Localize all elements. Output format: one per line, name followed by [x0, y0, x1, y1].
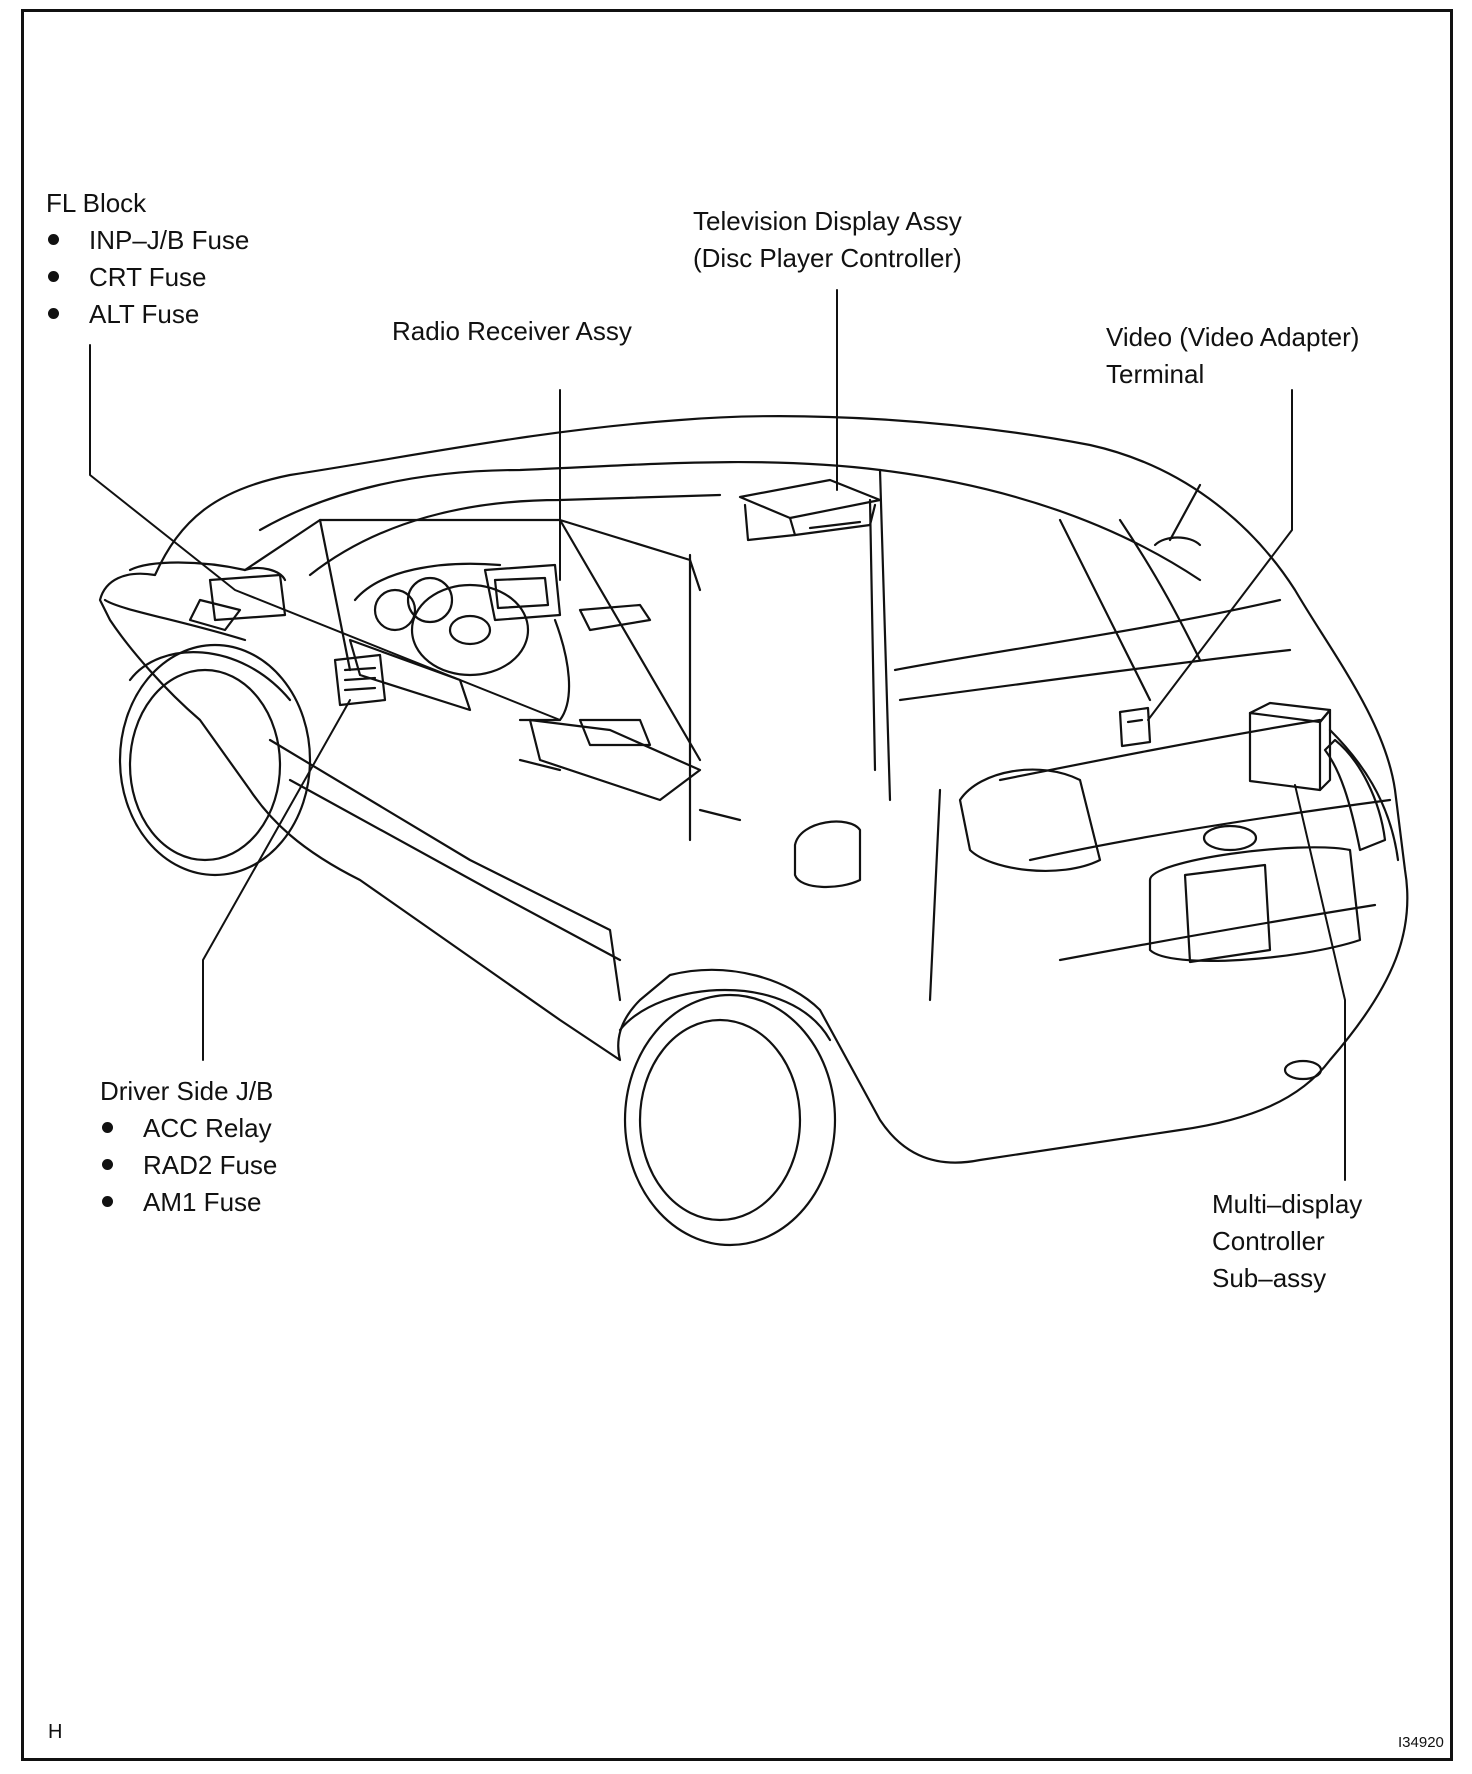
- fl-block-title: FL Block: [46, 188, 147, 218]
- video-terminal-callout: Video (Video Adapter) Terminal: [1106, 319, 1359, 393]
- multi-display-line2: Controller: [1212, 1226, 1325, 1256]
- leader-lines: [89, 289, 1346, 1181]
- driver-jb-item: ACC Relay: [100, 1110, 277, 1147]
- video-terminal-line2: Terminal: [1106, 359, 1205, 389]
- bullet-icon: [48, 271, 59, 282]
- radio-receiver-title: Radio Receiver Assy: [392, 316, 632, 346]
- fl-block-item: CRT Fuse: [46, 259, 249, 296]
- radio-receiver-callout: Radio Receiver Assy: [392, 313, 632, 350]
- wheels: [118, 643, 837, 1247]
- figure-code: I34920: [1398, 1734, 1444, 1751]
- tv-display-line2: (Disc Player Controller): [693, 243, 962, 273]
- bullet-icon: [48, 308, 59, 319]
- bullet-icon: [102, 1196, 113, 1207]
- tv-display-component: [738, 478, 882, 542]
- corner-letter: H: [48, 1721, 63, 1743]
- driver-jb-component: [333, 653, 387, 707]
- multi-display-callout: Multi–display Controller Sub–assy: [1212, 1186, 1362, 1297]
- tv-display-line1: Television Display Assy: [693, 206, 962, 236]
- driver-jb-callout: Driver Side J/B ACC Relay RAD2 Fuse AM1 …: [100, 1073, 277, 1221]
- multi-display-controller-component: [1248, 701, 1332, 792]
- bullet-icon: [48, 234, 59, 245]
- multi-display-line3: Sub–assy: [1212, 1263, 1327, 1293]
- fl-block-item: INP–J/B Fuse: [46, 222, 249, 259]
- driver-jb-item: RAD2 Fuse: [100, 1147, 277, 1184]
- bullet-icon: [102, 1159, 113, 1170]
- multi-display-line1: Multi–display: [1212, 1189, 1363, 1219]
- driver-jb-item: AM1 Fuse: [100, 1184, 277, 1221]
- video-terminal-line1: Video (Video Adapter): [1106, 322, 1360, 352]
- interior-dashboard: [348, 562, 702, 802]
- bullet-icon: [102, 1122, 113, 1133]
- tv-display-callout: Television Display Assy (Disc Player Con…: [693, 203, 962, 277]
- vehicle-body-outline: [98, 415, 1409, 1164]
- fl-block-component: [208, 566, 287, 622]
- fl-block-callout: FL Block INP–J/B Fuse CRT Fuse ALT Fuse: [46, 185, 249, 333]
- fl-block-item: ALT Fuse: [46, 296, 249, 333]
- driver-jb-title: Driver Side J/B: [100, 1076, 274, 1106]
- figure-frame: [21, 9, 1453, 1761]
- video-terminal-component: [1118, 706, 1152, 748]
